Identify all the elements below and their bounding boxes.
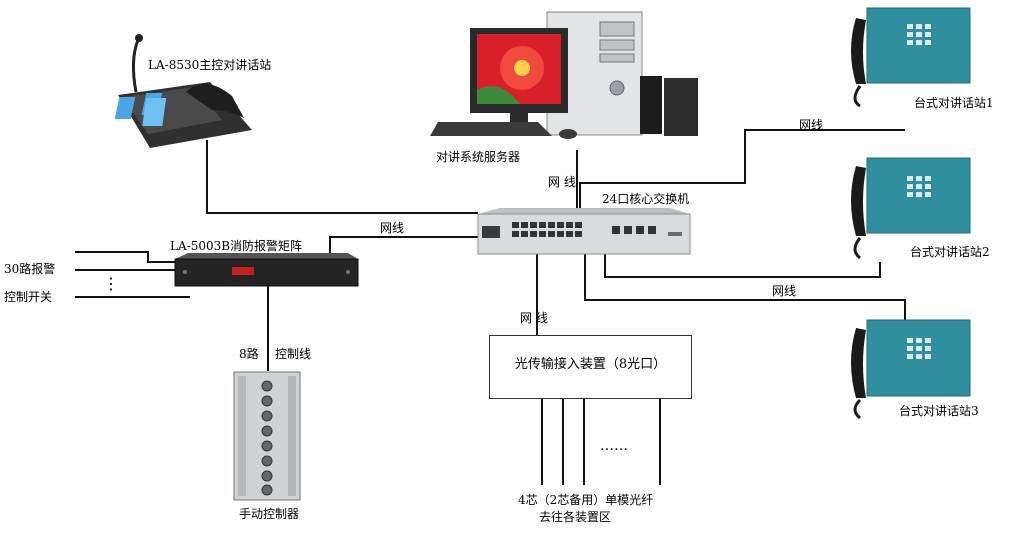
fiber-label-line1: 4芯（2芯备用）单模光纤 bbox=[518, 493, 654, 507]
net-label-server: 网 线 bbox=[548, 175, 576, 189]
line-switch-to-desk3 bbox=[584, 254, 906, 320]
desk-intercom-icon bbox=[114, 34, 252, 148]
control-line-label: 控制线 bbox=[275, 347, 312, 361]
net-label-desk1: 网线 bbox=[799, 118, 824, 132]
switch-label: 24口核心交换机 bbox=[602, 192, 690, 206]
desk-station-3-label: 台式对讲话站3 bbox=[899, 404, 979, 418]
manual-controller-label: 手动控制器 bbox=[239, 507, 300, 521]
main-station-label: LA-8530主控对讲话站 bbox=[148, 58, 272, 72]
optical-device-label: 光传输接入装置（8光口） bbox=[514, 357, 667, 372]
wall-phone-icon bbox=[851, 319, 971, 420]
server-label: 对讲系统服务器 bbox=[436, 150, 521, 164]
net-label-optical: 网 线 bbox=[520, 311, 548, 325]
net-label-matrix: 网线 bbox=[380, 221, 405, 235]
manual-controller-icon bbox=[233, 371, 301, 501]
line-switch-to-desk2 bbox=[604, 254, 881, 278]
line-switch-to-desk1 bbox=[579, 129, 905, 209]
line-matrix-to-switch bbox=[329, 236, 478, 260]
fiber-label-line2: 去往各装置区 bbox=[539, 510, 612, 524]
alarm-30-label: 30路报警 bbox=[4, 262, 56, 276]
line-alarm-1 bbox=[75, 251, 175, 263]
desk-station-1-label: 台式对讲话站1 bbox=[914, 96, 994, 110]
vertical-ellipsis: ⋮ bbox=[103, 274, 119, 293]
control-switch-label: 控制开关 bbox=[4, 290, 53, 304]
optical-access-device: 光传输接入装置（8光口） bbox=[489, 335, 692, 399]
fiber-dots: …… bbox=[600, 438, 628, 454]
net-label-desk3: 网线 bbox=[772, 284, 797, 298]
computer-server-icon bbox=[430, 11, 698, 139]
wall-phone-icon bbox=[851, 7, 971, 108]
rack-unit-icon bbox=[174, 253, 359, 287]
connection-lines bbox=[75, 129, 906, 485]
line-main-to-switch bbox=[206, 140, 478, 214]
matrix-label: LA-5003B消防报警矩阵 bbox=[170, 239, 303, 253]
desk-station-2-label: 台式对讲话站2 bbox=[910, 245, 990, 259]
wall-phone-icon bbox=[851, 157, 971, 260]
network-switch-icon bbox=[477, 208, 691, 255]
ch8-label: 8路 bbox=[239, 347, 259, 361]
